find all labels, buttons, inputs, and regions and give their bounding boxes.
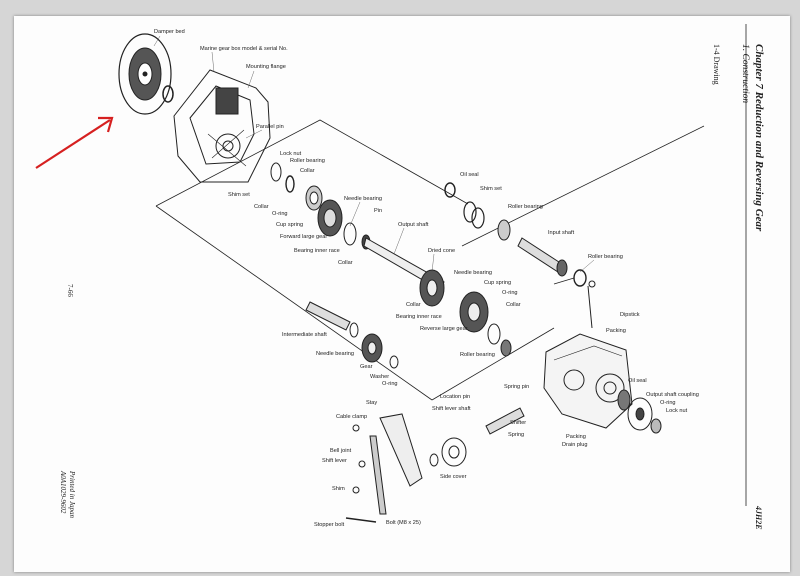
label-bearing-inner-race-2: Bearing inner race bbox=[396, 314, 442, 320]
output-coupling bbox=[617, 389, 662, 434]
shift-mechanism bbox=[345, 407, 525, 523]
label-spring: Spring bbox=[508, 432, 524, 438]
label-collar-5: Collar bbox=[406, 302, 421, 308]
doc-code: A0A1029-9602 bbox=[59, 470, 67, 514]
label-shift-lever: Shift lever bbox=[322, 458, 347, 464]
mounting-ring bbox=[162, 85, 174, 103]
printed-note: Printed in Japan bbox=[68, 470, 76, 519]
intermediate-shaft-stack bbox=[305, 301, 399, 369]
label-packing-2: Packing bbox=[566, 434, 586, 440]
label-collar-3: Collar bbox=[338, 260, 353, 266]
label-forward-large-gear: Forward large gear bbox=[280, 234, 327, 240]
label-pin: Pin bbox=[374, 208, 382, 214]
subsection-title: 1-4 Drawing bbox=[712, 44, 721, 85]
label-lock-nut-2: Lock nut bbox=[666, 408, 688, 414]
page-number: 7-66 bbox=[66, 284, 74, 297]
engine-model: 4JH2E bbox=[754, 505, 763, 530]
label-o-ring-2: O-ring bbox=[502, 290, 518, 296]
label-bell-joint: Bell joint bbox=[330, 448, 352, 454]
label-collar-2: Collar bbox=[254, 204, 269, 210]
label-bearing-inner-race-1: Bearing inner race bbox=[294, 248, 340, 254]
damper-disc bbox=[118, 33, 172, 115]
label-roller-bearing-4: Roller bearing bbox=[460, 352, 495, 358]
label-side-cover: Side cover bbox=[440, 474, 467, 480]
label-o-ring-3: O-ring bbox=[382, 381, 398, 387]
label-location-pin: Location pin bbox=[440, 394, 470, 400]
label-cup-spring-1: Cup spring bbox=[276, 222, 303, 228]
exploded-view-diagram: Chapter 7 Reduction and Reversing Gear 1… bbox=[35, 24, 765, 530]
label-roller-bearing-2: Roller bearing bbox=[508, 204, 543, 210]
gearbox-case bbox=[543, 280, 633, 429]
label-roller-bearing-3: Roller bearing bbox=[588, 254, 623, 260]
label-input-shaft: Input shaft bbox=[548, 230, 575, 236]
label-cable-clamp: Cable clamp bbox=[336, 414, 367, 420]
label-roller-bearing-1: Roller bearing bbox=[290, 158, 325, 164]
label-bolt-note: Bolt (M8 x 25) bbox=[386, 520, 421, 526]
output-shaft-stack bbox=[270, 162, 512, 357]
chapter-title: Chapter 7 Reduction and Reversing Gear bbox=[753, 44, 765, 232]
label-parallel-pin: Parallel pin bbox=[256, 124, 284, 130]
label-oil-seal-1: Oil seal bbox=[460, 172, 479, 178]
label-stay: Stay bbox=[366, 400, 377, 406]
label-gear-box-model: Marine gear box model & serial No. bbox=[200, 46, 288, 52]
label-lock-nut-1: Lock nut bbox=[280, 151, 302, 157]
label-shift-lever-shaft: Shift lever shaft bbox=[432, 406, 471, 412]
part-callouts: Damper bed Marine gear box model & seria… bbox=[154, 29, 699, 528]
section-title: 1. Construction bbox=[740, 44, 750, 103]
label-intermediate-shaft: Intermediate shaft bbox=[282, 332, 327, 338]
label-oil-seal-2: Oil seal bbox=[628, 378, 647, 384]
label-output-shaft-coupling: Output shaft coupling bbox=[646, 392, 699, 398]
input-shaft-stack bbox=[444, 182, 587, 287]
leader-lines bbox=[153, 35, 595, 273]
label-packing-1: Packing bbox=[606, 328, 626, 334]
document-page: Chapter 7 Reduction and Reversing Gear 1… bbox=[14, 16, 790, 572]
label-shim-set-1: Shim set bbox=[228, 192, 250, 198]
label-stopper-bolt: Stopper bolt bbox=[314, 522, 345, 528]
label-washer: Washer bbox=[370, 374, 389, 380]
label-gear: Gear bbox=[360, 364, 373, 370]
label-o-ring-4: O-ring bbox=[660, 400, 676, 406]
label-drain-plug: Drain plug bbox=[562, 442, 588, 448]
label-spring-pin: Spring pin bbox=[504, 384, 529, 390]
label-reverse-large-gear: Reverse large gear bbox=[420, 326, 468, 332]
label-collar-4: Collar bbox=[506, 302, 521, 308]
label-dried-cone: Dried cone bbox=[428, 248, 455, 254]
label-mounting-flange: Mounting flange bbox=[246, 64, 286, 70]
label-output-shaft: Output shaft bbox=[398, 222, 429, 228]
label-shim: Shim bbox=[332, 486, 345, 492]
label-dipstick: Dipstick bbox=[620, 312, 640, 318]
label-collar-1: Collar bbox=[300, 168, 315, 174]
label-cup-spring-2: Cup spring bbox=[484, 280, 511, 286]
label-damper-bed: Damper bed bbox=[154, 29, 185, 35]
label-needle-bearing-1: Needle bearing bbox=[344, 196, 382, 202]
label-o-ring-1: O-ring bbox=[272, 211, 288, 217]
label-needle-bearing-2: Needle bearing bbox=[454, 270, 492, 276]
annotation-arrow bbox=[35, 116, 114, 169]
label-shim-set-2: Shim set bbox=[480, 186, 502, 192]
label-shifter: Shifter bbox=[510, 420, 526, 426]
label-needle-bearing-3: Needle bearing bbox=[316, 351, 354, 357]
